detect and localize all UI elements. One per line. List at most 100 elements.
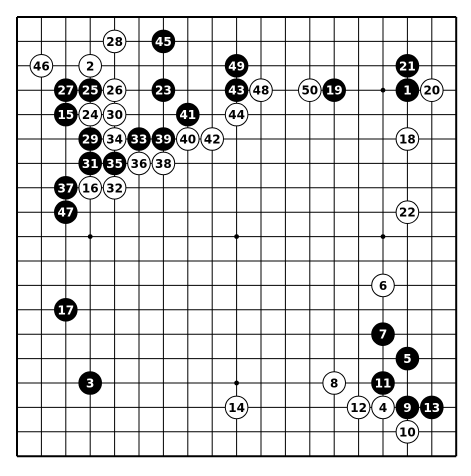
black-stone-49: 49 bbox=[224, 54, 249, 78]
black-stone-43: 43 bbox=[224, 78, 249, 102]
move-number: 32 bbox=[106, 181, 123, 195]
stone-circle bbox=[346, 395, 371, 420]
stone-circle bbox=[224, 78, 249, 102]
white-stone-28: 28 bbox=[102, 29, 127, 54]
stone-circle bbox=[102, 102, 127, 127]
star-point bbox=[380, 234, 386, 240]
white-stone-4: 4 bbox=[371, 395, 395, 420]
white-stone-12: 12 bbox=[346, 395, 371, 420]
move-number: 36 bbox=[131, 157, 148, 171]
black-stone-11: 11 bbox=[371, 371, 395, 395]
stone-circle bbox=[127, 151, 151, 176]
move-number: 38 bbox=[155, 157, 172, 171]
white-stone-40: 40 bbox=[176, 127, 200, 151]
move-number: 49 bbox=[228, 59, 245, 73]
stone-circle bbox=[78, 54, 102, 78]
stone-circle bbox=[54, 298, 78, 322]
stone-circle bbox=[395, 346, 420, 371]
stone-circle bbox=[395, 200, 420, 224]
move-number: 34 bbox=[106, 133, 123, 147]
move-number: 40 bbox=[179, 133, 196, 147]
move-number: 16 bbox=[82, 181, 99, 195]
stone-circle bbox=[371, 322, 395, 347]
move-number: 33 bbox=[131, 133, 148, 147]
black-stone-39: 39 bbox=[151, 127, 176, 151]
white-stone-10: 10 bbox=[395, 420, 420, 444]
stone-circle bbox=[176, 127, 200, 151]
move-number: 37 bbox=[57, 181, 74, 195]
move-number: 24 bbox=[82, 108, 99, 122]
move-number: 17 bbox=[57, 303, 74, 317]
stone-circle bbox=[298, 78, 322, 102]
black-stone-1: 1 bbox=[395, 78, 420, 102]
stone-circle bbox=[151, 127, 176, 151]
move-number: 31 bbox=[82, 157, 99, 171]
stone-circle bbox=[420, 395, 444, 420]
stone-circle bbox=[395, 54, 420, 78]
move-number: 47 bbox=[57, 206, 74, 220]
white-stone-30: 30 bbox=[102, 102, 127, 127]
move-number: 42 bbox=[204, 133, 221, 147]
white-stone-2: 2 bbox=[78, 54, 102, 78]
black-stone-29: 29 bbox=[78, 127, 102, 151]
move-number: 46 bbox=[33, 59, 50, 73]
move-number: 44 bbox=[228, 108, 245, 122]
move-number: 11 bbox=[375, 377, 392, 391]
black-stone-45: 45 bbox=[151, 29, 176, 54]
move-number: 21 bbox=[399, 59, 416, 73]
white-stone-20: 20 bbox=[420, 78, 444, 102]
white-stone-14: 14 bbox=[224, 395, 249, 420]
white-stone-24: 24 bbox=[78, 102, 102, 127]
move-number: 19 bbox=[326, 84, 343, 98]
stone-circle bbox=[395, 420, 420, 444]
stone-circle bbox=[29, 54, 54, 78]
move-number: 9 bbox=[403, 401, 411, 415]
stone-circle bbox=[224, 395, 249, 420]
white-stone-42: 42 bbox=[200, 127, 224, 151]
white-stone-48: 48 bbox=[249, 78, 273, 102]
black-stone-41: 41 bbox=[176, 102, 200, 127]
move-number: 41 bbox=[179, 108, 196, 122]
white-stone-38: 38 bbox=[151, 151, 176, 176]
stone-circle bbox=[78, 78, 102, 102]
stone-circle bbox=[78, 371, 102, 395]
stone-circle bbox=[54, 78, 78, 102]
move-number: 4 bbox=[379, 401, 387, 415]
stone-circle bbox=[395, 127, 420, 151]
move-number: 23 bbox=[155, 84, 172, 98]
white-stone-22: 22 bbox=[395, 200, 420, 224]
move-number: 1 bbox=[403, 84, 411, 98]
black-stone-17: 17 bbox=[54, 298, 78, 322]
stone-circle bbox=[127, 127, 151, 151]
stone-circle bbox=[371, 273, 395, 298]
stone-circle bbox=[102, 176, 127, 200]
move-number: 25 bbox=[82, 84, 99, 98]
black-stone-37: 37 bbox=[54, 176, 78, 200]
black-stone-5: 5 bbox=[395, 346, 420, 371]
move-number: 48 bbox=[253, 84, 270, 98]
move-number: 10 bbox=[399, 425, 416, 439]
stone-circle bbox=[371, 395, 395, 420]
stone-circle bbox=[78, 151, 102, 176]
move-number: 14 bbox=[228, 401, 245, 415]
star-point bbox=[380, 87, 386, 93]
move-number: 15 bbox=[57, 108, 74, 122]
white-stone-6: 6 bbox=[371, 273, 395, 298]
move-number: 5 bbox=[403, 352, 411, 366]
stone-circle bbox=[102, 151, 127, 176]
stone-circle bbox=[322, 371, 347, 395]
black-stone-21: 21 bbox=[395, 54, 420, 78]
move-number: 26 bbox=[106, 84, 123, 98]
white-stone-46: 46 bbox=[29, 54, 54, 78]
black-stone-13: 13 bbox=[420, 395, 444, 420]
black-stone-27: 27 bbox=[54, 78, 78, 102]
star-point bbox=[234, 380, 240, 386]
move-number: 2 bbox=[86, 59, 94, 73]
black-stone-3: 3 bbox=[78, 371, 102, 395]
move-number: 29 bbox=[82, 133, 99, 147]
stone-circle bbox=[54, 102, 78, 127]
move-number: 3 bbox=[86, 377, 94, 391]
stone-circle bbox=[224, 54, 249, 78]
move-number: 45 bbox=[155, 35, 172, 49]
stone-circle bbox=[420, 78, 444, 102]
